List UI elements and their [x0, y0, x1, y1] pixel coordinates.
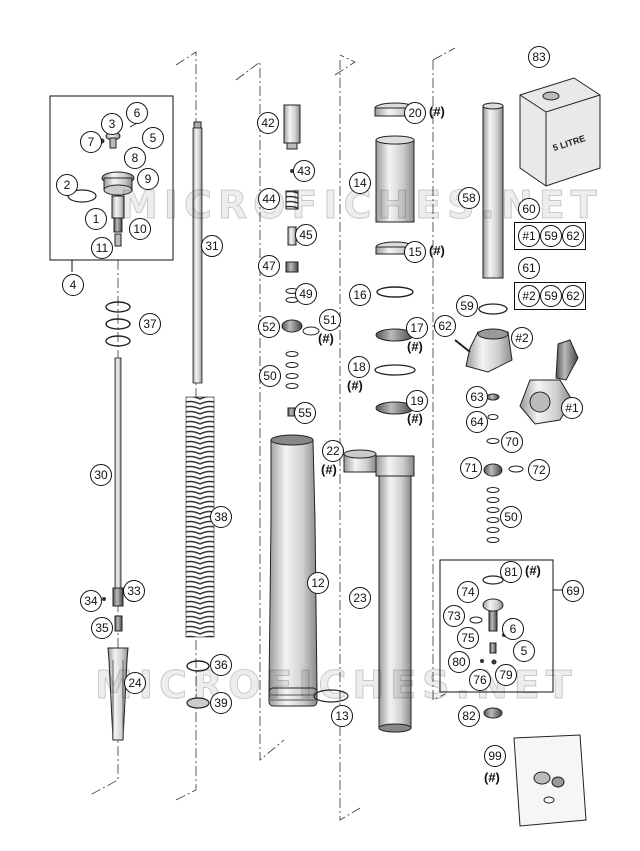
callout-51: 51 [319, 309, 341, 331]
callout-52: 52 [258, 316, 280, 338]
callout-76: 76 [469, 669, 491, 691]
callout-20: 20 [404, 102, 426, 124]
hash-marker-19: (#) [407, 411, 423, 426]
kit-60-item-1: #1 [518, 225, 540, 247]
callout-14: 14 [349, 172, 371, 194]
callout-62: 62 [434, 315, 456, 337]
callout-64: 64 [466, 411, 488, 433]
callout-74: 74 [457, 581, 479, 603]
callout-9: 9 [137, 168, 159, 190]
callout-73: 73 [443, 605, 465, 627]
callout-72: 72 [528, 459, 550, 481]
callout-37: 37 [139, 313, 161, 335]
callout-71: 71 [460, 457, 482, 479]
clamp-label-2: #2 [511, 327, 533, 349]
callout-4: 4 [62, 274, 84, 296]
callout-11: 11 [91, 237, 113, 259]
callout-50-left: 50 [259, 365, 281, 387]
tube-column-parts [343, 102, 416, 733]
kit-61-box: #2 59 62 [514, 282, 586, 310]
callout-61: 61 [518, 257, 540, 279]
kit-60-box: #1 59 62 [514, 222, 586, 250]
clamp-label-1: #1 [561, 397, 583, 419]
callout-55: 55 [294, 402, 316, 424]
callout-75: 75 [457, 627, 479, 649]
callout-49: 49 [295, 283, 317, 305]
callout-47: 47 [258, 255, 280, 277]
callout-22: 22 [322, 440, 344, 462]
callout-36: 36 [210, 654, 232, 676]
oil-can: 5 LITRE [519, 77, 601, 187]
hash-marker-20: (#) [429, 104, 445, 119]
callout-99: 99 [484, 745, 506, 767]
hash-marker-15: (#) [429, 243, 445, 258]
callout-13: 13 [331, 705, 353, 727]
callout-3: 3 [101, 113, 123, 135]
callout-45: 45 [295, 224, 317, 246]
hash-marker-51: (#) [318, 331, 334, 346]
callout-34: 34 [80, 590, 102, 612]
hash-marker-22: (#) [321, 462, 337, 477]
callout-33: 33 [123, 580, 145, 602]
callout-19: 19 [406, 390, 428, 412]
callout-83: 83 [528, 46, 550, 68]
callout-7: 7 [80, 131, 102, 153]
kit-60-item-2: 59 [540, 225, 562, 247]
callout-60: 60 [518, 198, 540, 220]
damper-rod-parts [102, 357, 129, 741]
kit-61-item-3: 62 [562, 285, 584, 307]
callout-80: 80 [448, 651, 470, 673]
callout-43: 43 [293, 160, 315, 182]
kit-60-item-3: 62 [562, 225, 584, 247]
hash-marker-18: (#) [347, 378, 363, 393]
callout-59: 59 [456, 295, 478, 317]
callout-82: 82 [458, 705, 480, 727]
washers-37 [105, 301, 131, 347]
cartridge-parts [268, 104, 349, 707]
callout-16: 16 [349, 284, 371, 306]
hash-marker-17: (#) [407, 339, 423, 354]
callout-69: 69 [562, 580, 584, 602]
callout-44: 44 [258, 188, 280, 210]
callout-1: 1 [85, 208, 107, 230]
callout-63: 63 [466, 386, 488, 408]
callout-5: 5 [142, 127, 164, 149]
callout-6: 6 [126, 102, 148, 124]
callout-17: 17 [406, 317, 428, 339]
callout-39: 39 [210, 692, 232, 714]
callout-81: 81 [500, 561, 522, 583]
callout-38: 38 [210, 506, 232, 528]
kit-61-item-2: 59 [540, 285, 562, 307]
right-column-parts [439, 102, 579, 719]
kit-61-item-1: #2 [518, 285, 540, 307]
callout-35: 35 [91, 617, 113, 639]
parts-bag [513, 734, 587, 827]
hash-marker-99: (#) [484, 770, 500, 785]
callout-50-right: 50 [500, 506, 522, 528]
spring-parts [185, 121, 215, 709]
callout-8: 8 [124, 147, 146, 169]
callout-23: 23 [349, 587, 371, 609]
hash-marker-81: (#) [525, 563, 541, 578]
callout-5-right: 5 [513, 640, 535, 662]
watermark-bottom: MICROFICHES.NET [95, 663, 578, 707]
callout-12: 12 [307, 572, 329, 594]
callout-18: 18 [348, 356, 370, 378]
callout-30: 30 [90, 464, 112, 486]
callout-31: 31 [201, 235, 223, 257]
callout-70: 70 [501, 431, 523, 453]
callout-24: 24 [124, 672, 146, 694]
callout-10: 10 [129, 218, 151, 240]
callout-42: 42 [257, 112, 279, 134]
callout-79: 79 [495, 664, 517, 686]
callout-2: 2 [56, 174, 78, 196]
callout-58: 58 [458, 187, 480, 209]
callout-6-right: 6 [502, 618, 524, 640]
callout-15: 15 [404, 241, 426, 263]
